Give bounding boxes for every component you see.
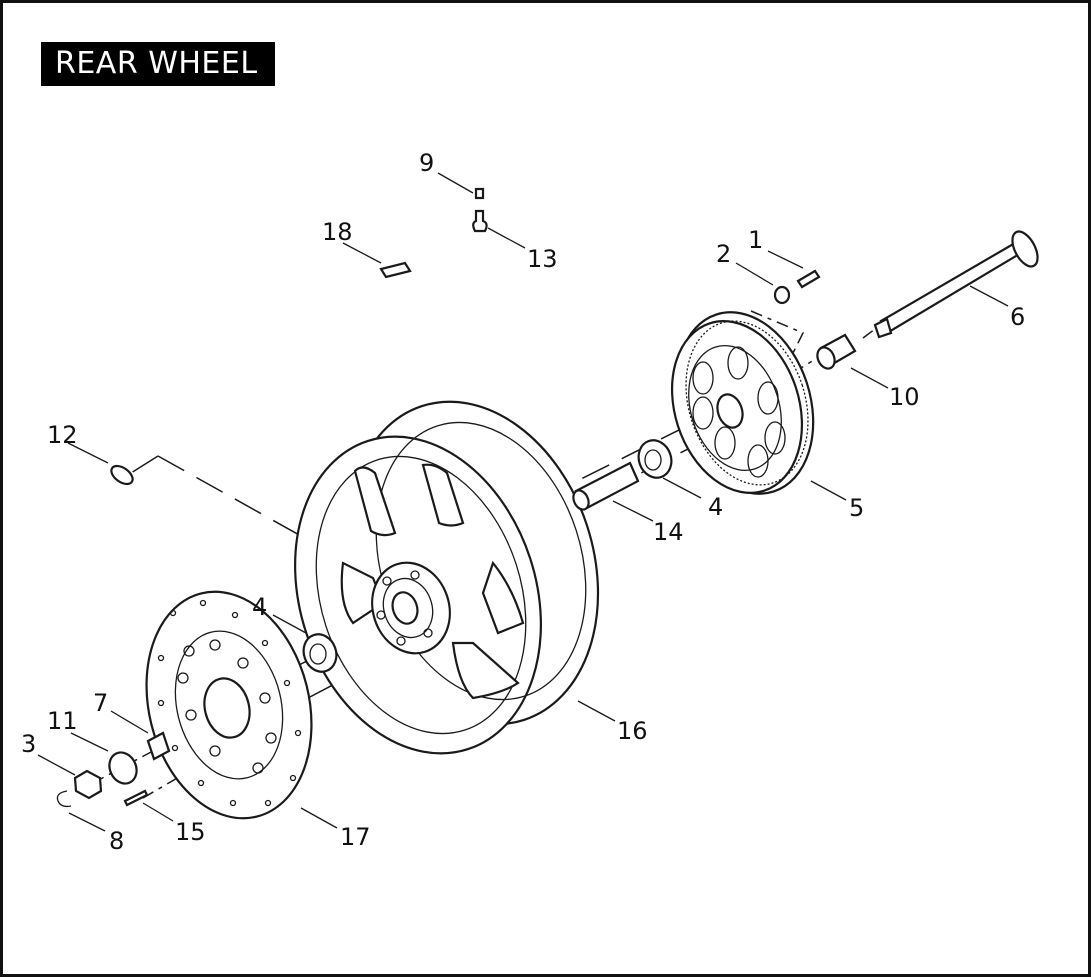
callout-8: 8 [109, 827, 124, 855]
axle-washer [108, 751, 138, 785]
wheel-spacer [146, 731, 171, 761]
callout-15: 15 [175, 818, 206, 846]
callout-4-lower: 4 [252, 593, 267, 621]
sprocket [670, 311, 815, 495]
wheel [294, 400, 600, 755]
callout-12: 12 [47, 421, 78, 449]
callout-6: 6 [1010, 303, 1025, 331]
spacer-tube [572, 461, 640, 511]
rotor-screw [123, 789, 149, 807]
bearing-upper [637, 439, 673, 479]
callout-17: 17 [340, 823, 371, 851]
callout-9: 9 [419, 149, 434, 177]
spacer [816, 333, 857, 370]
washer [773, 285, 791, 305]
callout-11: 11 [47, 707, 78, 735]
callout-18: 18 [322, 218, 353, 246]
axle-nut [73, 769, 103, 800]
exploded-parts-diagram: 1 2 3 4 4 5 6 7 8 9 10 11 12 13 14 15 16… [21, 149, 1039, 855]
clip [110, 464, 134, 486]
axle [873, 230, 1039, 339]
callout-7: 7 [93, 689, 108, 717]
callout-4-upper: 4 [708, 493, 723, 521]
valve-cap [474, 187, 485, 200]
brake-rotor [145, 590, 313, 820]
valve-stem [472, 209, 488, 233]
callout-2: 2 [716, 240, 731, 268]
callout-1: 1 [748, 226, 763, 254]
callout-13: 13 [527, 245, 558, 273]
callout-14: 14 [653, 518, 684, 546]
callout-10: 10 [889, 383, 920, 411]
balance-weight [379, 261, 412, 279]
bearing-lower [302, 633, 338, 673]
bolt [796, 269, 821, 289]
page-title: REAR WHEEL [41, 42, 275, 86]
callout-16: 16 [617, 717, 648, 745]
retaining-clip [56, 790, 72, 808]
callout-5: 5 [849, 494, 864, 522]
callout-3: 3 [21, 730, 36, 758]
